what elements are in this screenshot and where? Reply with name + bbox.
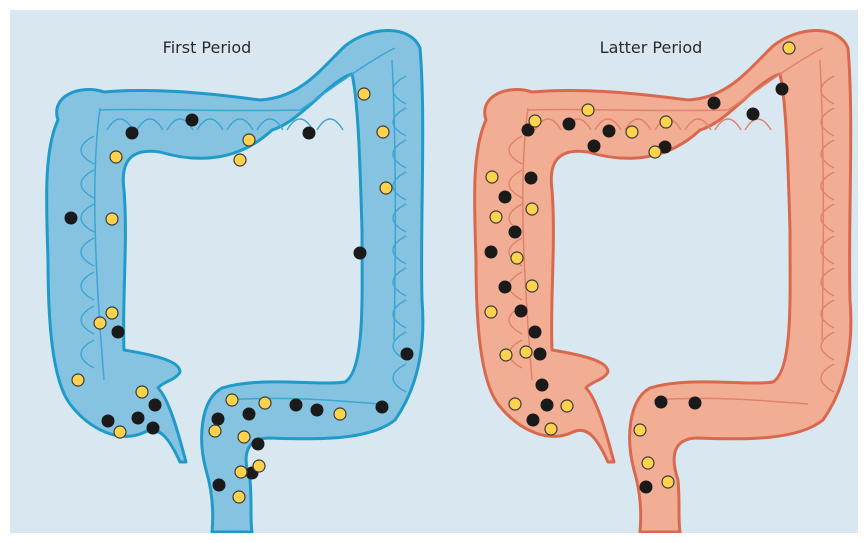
black-marker-7 (149, 399, 162, 412)
black-marker-2 (603, 125, 616, 138)
yellow-marker-33 (485, 306, 497, 318)
yellow-marker-37 (561, 400, 573, 412)
black-marker-11 (485, 246, 498, 259)
black-marker-4 (708, 97, 721, 110)
black-marker-8 (102, 415, 115, 428)
yellow-marker-21 (358, 88, 370, 100)
black-marker-9 (132, 412, 145, 425)
black-marker-16 (252, 438, 265, 451)
black-marker-13 (290, 399, 303, 412)
yellow-marker-35 (520, 346, 532, 358)
yellow-marker-26 (649, 146, 661, 158)
black-marker-18 (213, 479, 226, 492)
black-marker-6 (401, 348, 414, 361)
black-marker-16 (536, 379, 549, 392)
figure-canvas: First Period Latter Period (10, 10, 858, 533)
black-marker-21 (640, 481, 653, 494)
yellow-marker-27 (94, 317, 106, 329)
black-marker-8 (525, 172, 538, 185)
yellow-marker-28 (486, 171, 498, 183)
yellow-marker-41 (662, 476, 674, 488)
yellow-marker-38 (545, 423, 557, 435)
black-marker-10 (147, 422, 160, 435)
yellow-marker-25 (106, 213, 118, 225)
yellow-marker-23 (582, 104, 594, 116)
yellow-marker-31 (511, 252, 523, 264)
black-marker-18 (527, 414, 540, 427)
yellow-marker-24 (110, 151, 122, 163)
yellow-marker-20 (234, 154, 246, 166)
black-marker-17 (541, 399, 554, 412)
black-marker-6 (776, 83, 789, 96)
yellow-marker-30 (490, 211, 502, 223)
yellow-marker-22 (529, 115, 541, 127)
black-marker-5 (747, 108, 760, 121)
black-marker-1 (186, 114, 199, 127)
black-marker-3 (588, 140, 601, 153)
yellow-marker-35 (238, 431, 250, 443)
latter-period-title: Latter Period (600, 38, 703, 57)
black-marker-14 (515, 305, 528, 318)
yellow-marker-19 (243, 134, 255, 146)
black-marker-2 (303, 127, 316, 140)
yellow-marker-22 (377, 126, 389, 138)
yellow-marker-33 (334, 408, 346, 420)
black-marker-5 (112, 326, 125, 339)
yellow-marker-36 (509, 398, 521, 410)
black-marker-1 (563, 118, 576, 131)
black-marker-12 (243, 408, 256, 421)
black-marker-15 (534, 348, 547, 361)
yellow-marker-32 (259, 397, 271, 409)
black-marker-10 (509, 226, 522, 239)
yellow-marker-39 (634, 424, 646, 436)
yellow-marker-40 (642, 457, 654, 469)
yellow-marker-28 (72, 374, 84, 386)
black-marker-19 (655, 396, 668, 409)
black-marker-14 (311, 404, 324, 417)
first-period-title: First Period (163, 38, 252, 57)
black-marker-0 (126, 127, 139, 140)
yellow-marker-23 (380, 182, 392, 194)
black-marker-12 (499, 281, 512, 294)
yellow-marker-24 (626, 126, 638, 138)
yellow-marker-34 (209, 425, 221, 437)
black-marker-3 (65, 212, 78, 225)
black-marker-11 (212, 413, 225, 426)
yellow-marker-25 (660, 116, 672, 128)
yellow-marker-30 (114, 426, 126, 438)
yellow-marker-29 (136, 386, 148, 398)
black-marker-15 (376, 401, 389, 414)
yellow-marker-37 (235, 466, 247, 478)
black-marker-4 (354, 247, 367, 260)
yellow-marker-26 (106, 307, 118, 319)
black-marker-9 (499, 191, 512, 204)
yellow-marker-27 (783, 42, 795, 54)
black-marker-13 (529, 326, 542, 339)
yellow-marker-29 (526, 203, 538, 215)
yellow-marker-38 (233, 491, 245, 503)
yellow-marker-36 (253, 460, 265, 472)
yellow-marker-32 (526, 280, 538, 292)
black-marker-20 (689, 397, 702, 410)
yellow-marker-34 (500, 349, 512, 361)
yellow-marker-31 (226, 394, 238, 406)
